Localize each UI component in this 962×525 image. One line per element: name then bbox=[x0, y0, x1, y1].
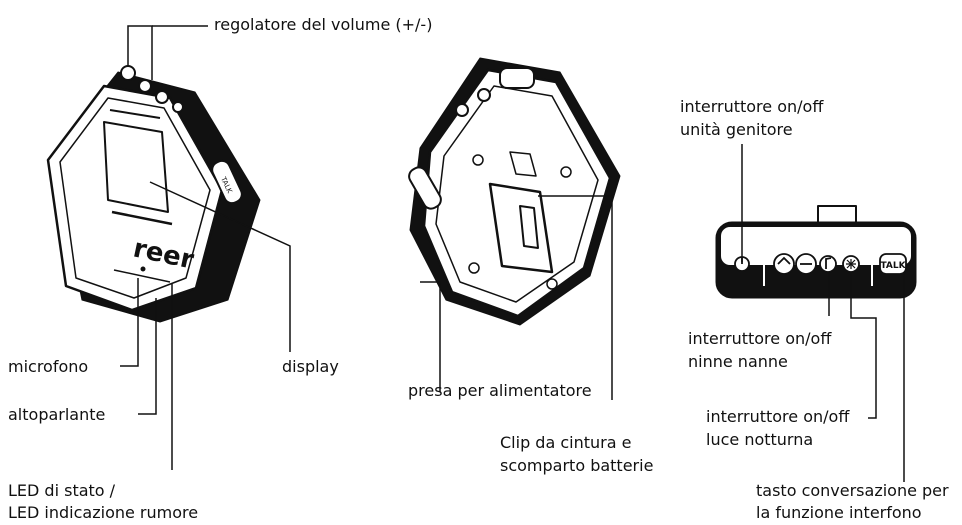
label-led-line2: LED indicazione rumore bbox=[8, 503, 199, 522]
volume-icon bbox=[773, 253, 795, 275]
label-lullaby-line1: interruttore on/off bbox=[688, 329, 832, 348]
label-display: display bbox=[282, 357, 339, 376]
label-led-line1: LED di stato / bbox=[8, 481, 116, 500]
label-clip-line1: Clip da cintura e bbox=[500, 433, 632, 452]
label-talk-line1: tasto conversazione per bbox=[756, 481, 949, 500]
label-parent-switch-line1: interruttore on/off bbox=[680, 97, 824, 116]
label-volume: regolatore del volume (+/-) bbox=[214, 15, 433, 34]
minus-icon bbox=[795, 253, 817, 275]
label-clip-line2: scomparto batterie bbox=[500, 456, 654, 475]
label-talk-line2: la funzione interfono bbox=[756, 503, 922, 522]
label-nightlight-line2: luce notturna bbox=[706, 430, 814, 449]
side-view-device bbox=[715, 205, 917, 299]
label-power-socket: presa per alimentatore bbox=[408, 381, 592, 400]
music-note-icon bbox=[819, 255, 837, 273]
talk-key-icon bbox=[879, 253, 907, 275]
leader-lines bbox=[120, 25, 905, 482]
talk-key-text: TALK bbox=[880, 261, 906, 271]
label-speaker: altoparlante bbox=[8, 405, 106, 424]
label-nightlight-line1: interruttore on/off bbox=[706, 407, 850, 426]
label-microphone: microfono bbox=[8, 357, 89, 376]
label-lullaby-line2: ninne nanne bbox=[688, 352, 788, 371]
back-view-device bbox=[408, 57, 621, 326]
front-view-device bbox=[46, 65, 261, 323]
side-view-buttons bbox=[734, 253, 907, 275]
volume-buttons bbox=[120, 65, 184, 113]
label-parent-switch-line2: unità genitore bbox=[680, 120, 793, 139]
snowflake-icon bbox=[842, 255, 860, 273]
